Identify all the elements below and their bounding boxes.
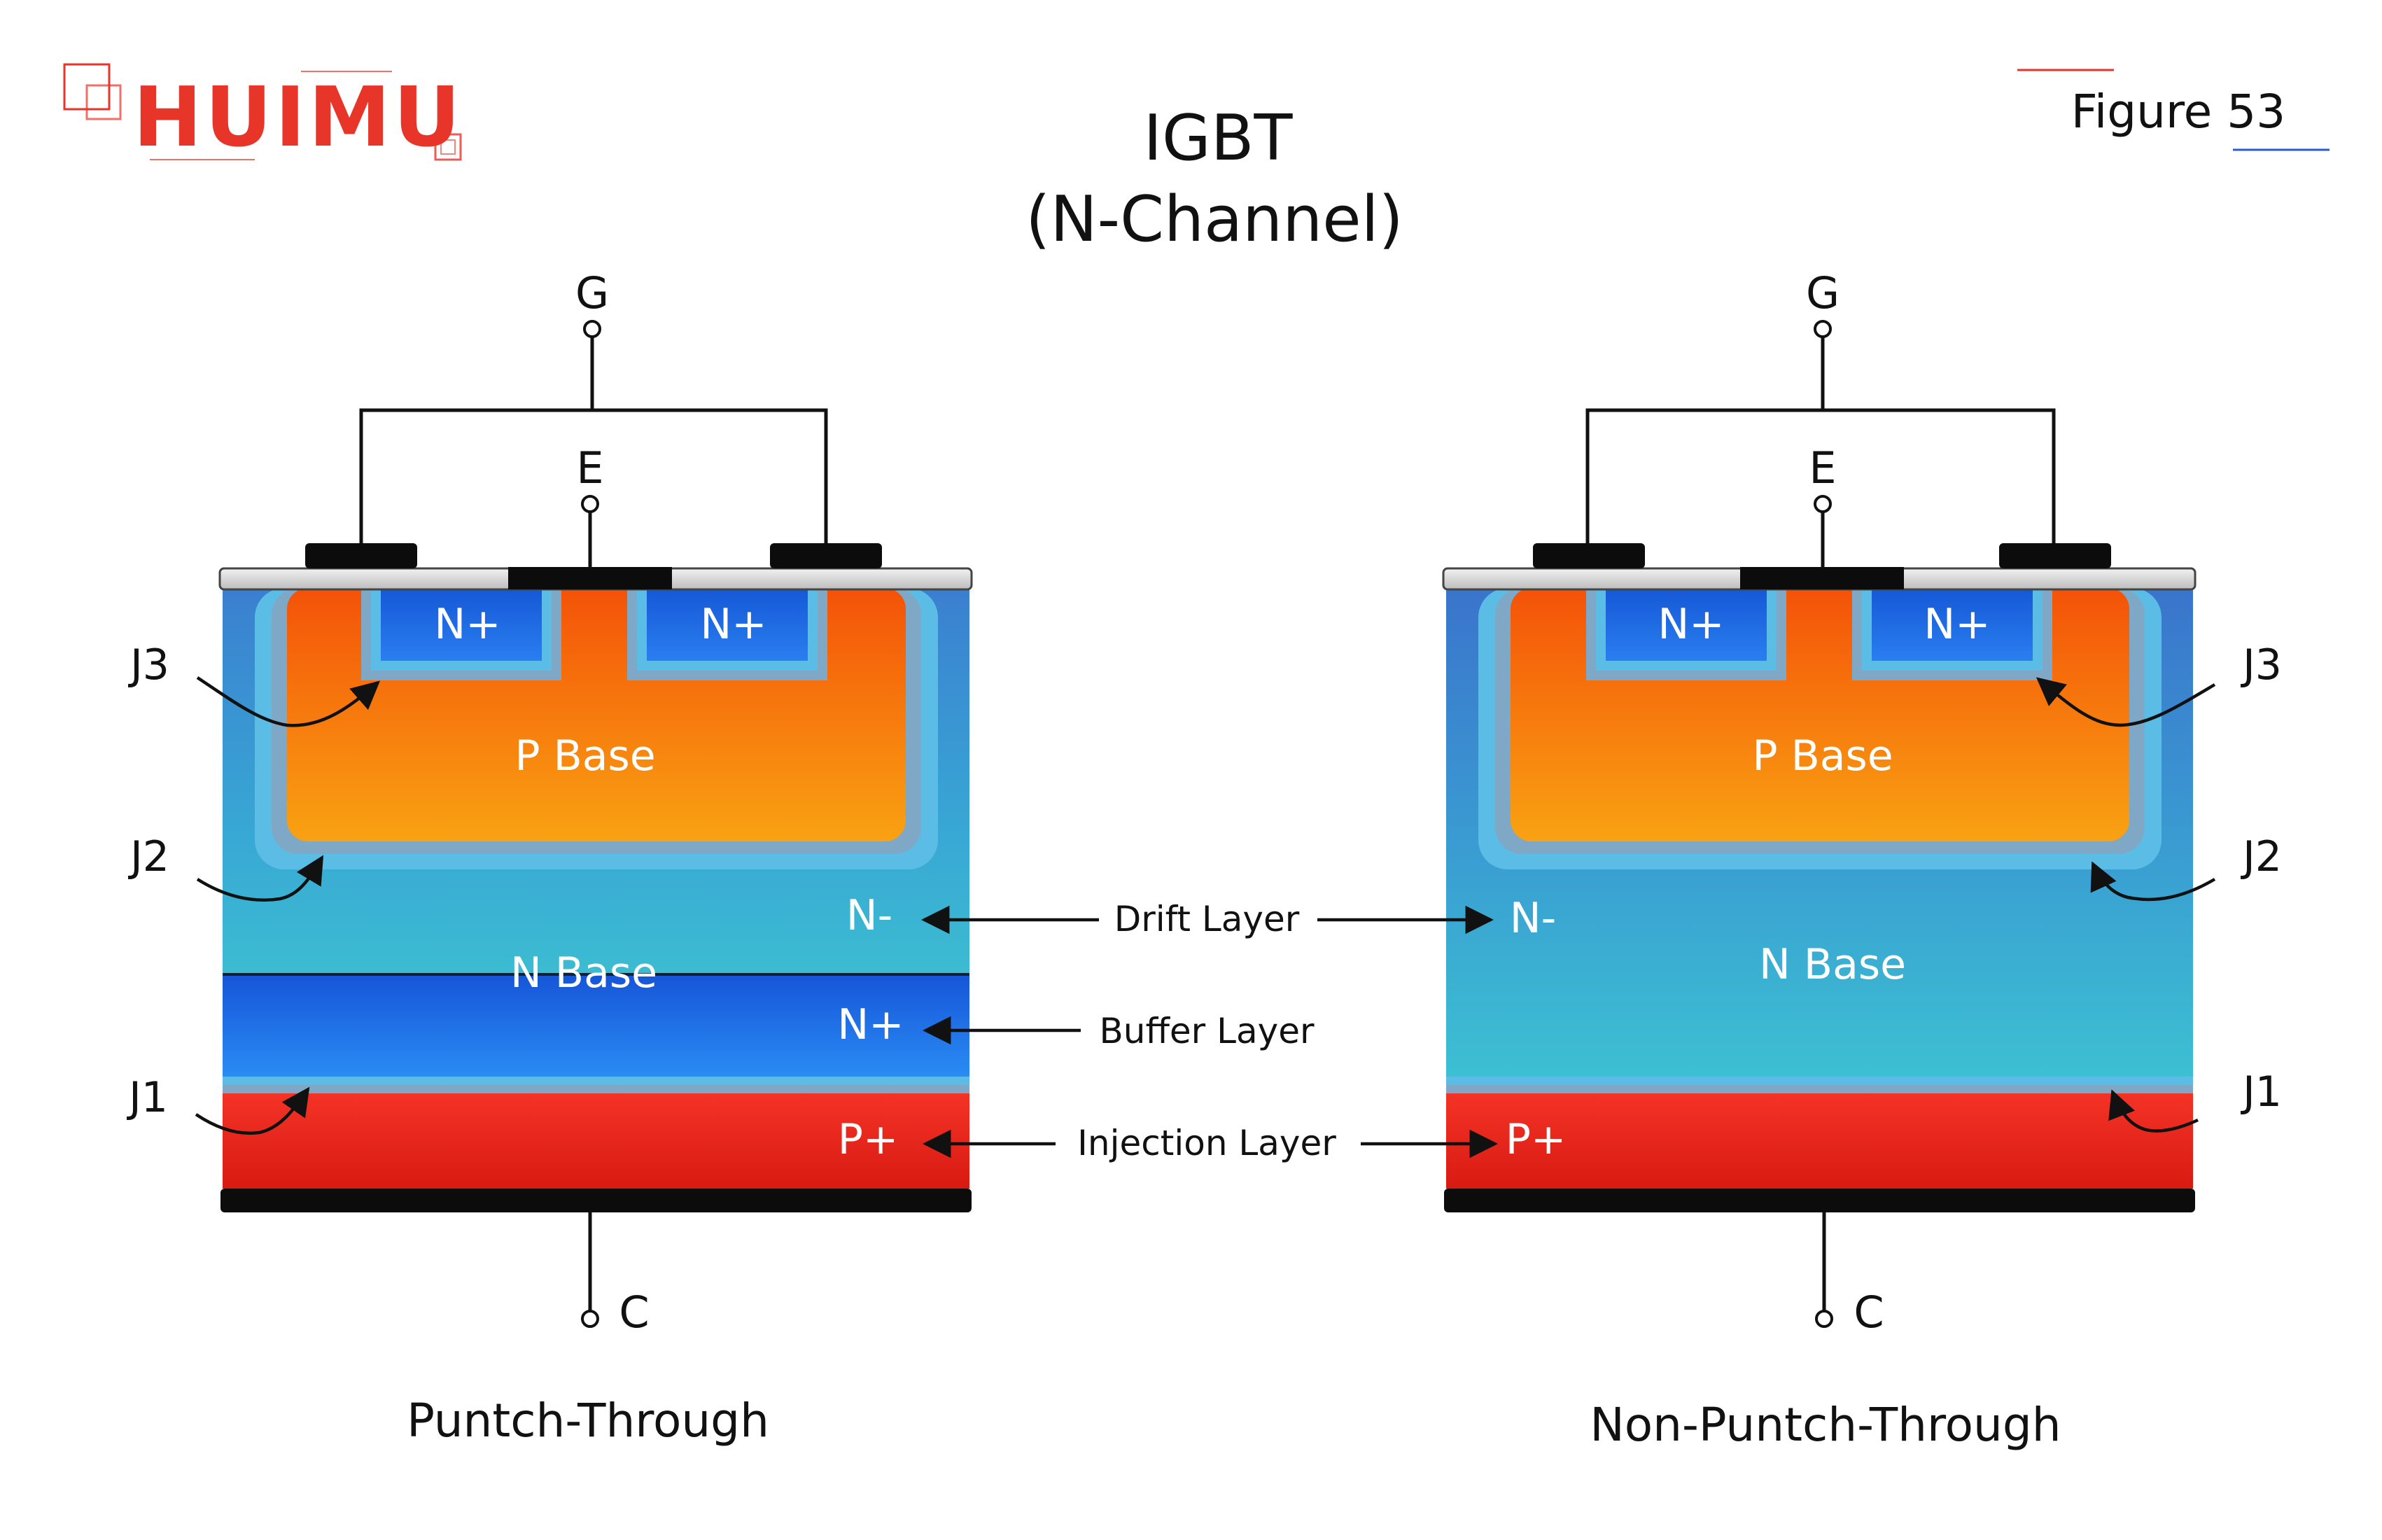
logo-square-icon (440, 139, 456, 155)
npt-n-base-label: N Base (1759, 940, 1906, 989)
pt-n-plus-right-label: N+ (700, 600, 766, 649)
npt-n-plus-left-label: N+ (1658, 600, 1724, 649)
npt-n-minus-label: N- (1510, 894, 1557, 943)
npt-p-base-label: P Base (1752, 732, 1893, 780)
buffer-layer-label: Buffer Layer (1099, 1011, 1314, 1051)
pt-collector-label: C (619, 1287, 649, 1338)
npt-collector-metal (1444, 1189, 2195, 1212)
drift-layer-label: Drift Layer (1114, 899, 1300, 939)
pt-j1-arrow (195, 1086, 310, 1135)
npt-gate-terminal-icon (1814, 320, 1832, 338)
npt-n-plus-right-label: N+ (1924, 600, 1990, 649)
pt-j2-label: J2 (127, 832, 169, 881)
pt-collector-terminal-icon (581, 1310, 599, 1328)
npt-gate-wire (1585, 408, 2056, 543)
pt-n-plus-left-label: N+ (434, 600, 500, 649)
pt-p-plus-layer (223, 1093, 969, 1189)
npt-emitter-label: E (1809, 442, 1836, 493)
pt-emitter-terminal-icon (581, 495, 599, 513)
pt-j1-depletion (223, 1077, 969, 1085)
npt-j3-arrow (2036, 677, 2216, 727)
npt-j1-arrow (2108, 1089, 2199, 1133)
npt-j3-label: J3 (2240, 640, 2282, 690)
pt-igbt-structure: G E C N+ N+ P Base N Base N- N+ P+ J3 J2… (126, 267, 973, 1338)
pt-gate-contact-left (305, 543, 417, 568)
npt-p-plus-label: P+ (1506, 1115, 1566, 1164)
npt-j1-depletion (1446, 1077, 2193, 1085)
npt-collector-terminal-icon (1815, 1310, 1833, 1328)
logo-square-icon (434, 133, 462, 161)
npt-collector-label: C (1854, 1287, 1884, 1338)
npt-caption: Non-Puntch-Through (1590, 1398, 2061, 1452)
pt-n-minus-label: N- (846, 891, 893, 940)
pt-gate-contact-right (770, 543, 882, 568)
pt-emitter-contact (508, 567, 672, 589)
title-line-1: IGBT (1143, 102, 1293, 175)
pt-n-base-label: N Base (510, 948, 657, 997)
npt-gate-label: G (1806, 267, 1840, 318)
pt-p-plus-label: P+ (838, 1115, 898, 1164)
pt-gate-terminal-icon (583, 320, 601, 338)
logo-text: HUIMU (133, 69, 463, 165)
npt-p-plus-layer (1446, 1093, 2193, 1189)
npt-n-plus-right (1872, 588, 2033, 661)
pt-gate-label: G (575, 267, 609, 318)
pt-j3-label: J3 (127, 640, 169, 690)
pt-caption: Puntch-Through (407, 1394, 769, 1448)
pt-collector-metal (220, 1189, 972, 1212)
logo: HUIMU (63, 63, 463, 165)
npt-igbt-structure: G E C N+ N+ P Base N Base N- P+ J3 J2 J1 (1442, 267, 2282, 1338)
pt-j1-outline (223, 1085, 969, 1093)
injection-layer-label: Injection Layer (1077, 1123, 1336, 1163)
pt-n-plus-left (381, 588, 542, 661)
pt-buffer-layer (223, 976, 969, 1077)
pt-n-plus-right (647, 588, 808, 661)
npt-j2-label: J2 (2240, 832, 2282, 881)
npt-n-plus-left (1606, 588, 1767, 661)
npt-j1-outline (1446, 1085, 2193, 1093)
figure-label: Figure 53 (2071, 85, 2285, 139)
npt-gate-contact-right (1999, 543, 2111, 568)
pt-j2-arrow (196, 855, 324, 902)
npt-gate-contact-left (1533, 543, 1645, 568)
npt-j1-label: J1 (2240, 1068, 2282, 1116)
title-line-2: (N-Channel) (1025, 183, 1403, 256)
pt-p-base-label: P Base (514, 732, 655, 780)
logo-square-icon (85, 84, 122, 120)
pt-j3-arrow (196, 676, 381, 727)
npt-emitter-terminal-icon (1814, 495, 1832, 513)
npt-j2-arrow (2090, 861, 2216, 902)
pt-j1-label: J1 (126, 1073, 168, 1122)
npt-emitter-contact (1740, 567, 1904, 589)
pt-emitter-label: E (576, 442, 603, 493)
pt-buffer-label: N+ (837, 1000, 904, 1049)
